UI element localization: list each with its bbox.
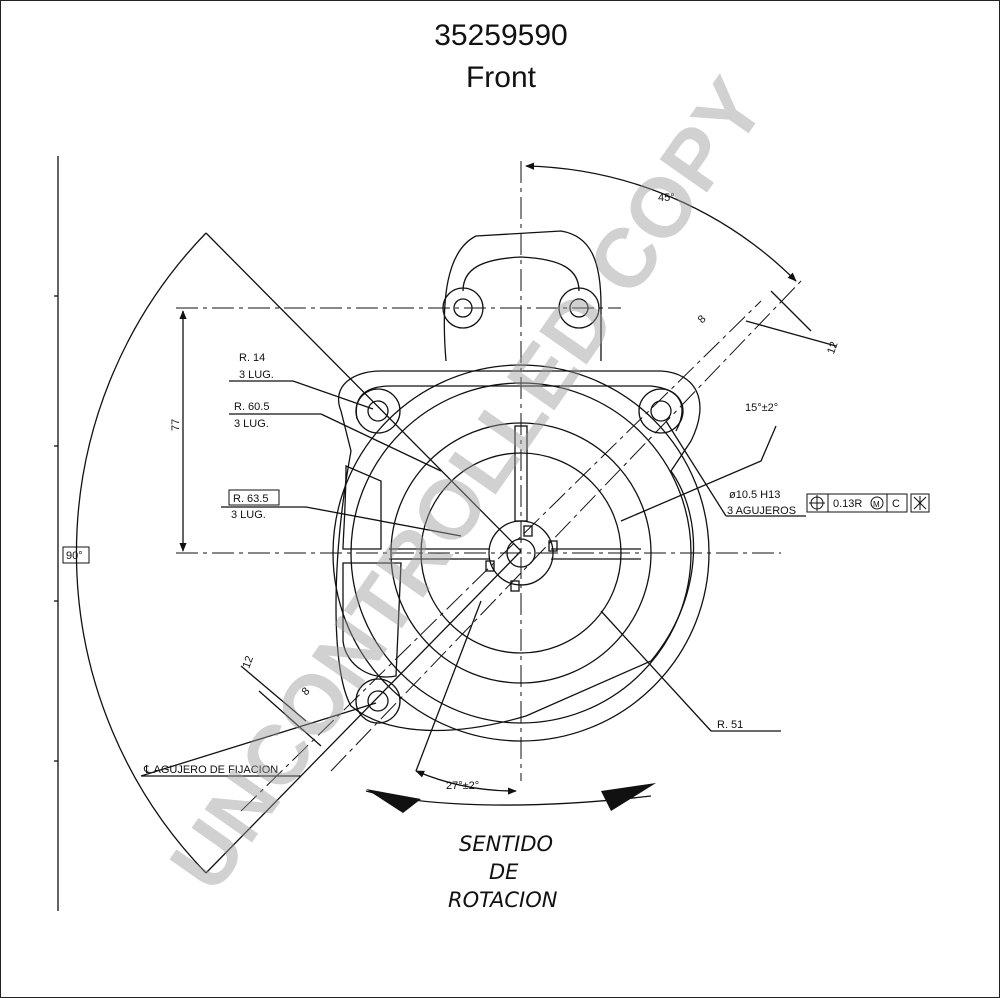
dim-8-top-label: 8 bbox=[696, 313, 709, 326]
dim-12-bottom-label: 12 bbox=[241, 654, 256, 670]
dim-77-label: 77 bbox=[170, 419, 182, 431]
mmc-symbol-icon bbox=[870, 496, 884, 510]
lug-label-2: 3 LUG. bbox=[234, 418, 269, 430]
lug-label-3: 3 LUG. bbox=[231, 509, 266, 521]
angle-90-box bbox=[62, 546, 90, 564]
rotation-arrow-left bbox=[366, 789, 421, 813]
holes-count-label: 3 AGUJEROS bbox=[727, 505, 796, 517]
angle-27-label: 27°±2° bbox=[446, 780, 479, 792]
tolerance-frame bbox=[806, 493, 908, 513]
r14-label: R. 14 bbox=[239, 352, 265, 364]
star-symbol-icon bbox=[910, 493, 930, 513]
agujero-label: ℄ AGUJERO DE FIJACION bbox=[143, 764, 278, 776]
lug-hole-bottom bbox=[355, 678, 401, 724]
r63-label: R. 63.5 bbox=[233, 493, 268, 505]
angle-45-arc bbox=[525, 162, 797, 282]
dim-12-top-label: 12 bbox=[825, 340, 840, 356]
lug-hole-top-right bbox=[638, 388, 684, 434]
view-title: Front bbox=[465, 61, 537, 94]
rotation-label-3: ROTACION bbox=[448, 888, 558, 912]
tolerance-value: 0.13R bbox=[833, 498, 862, 510]
top-boss-outline bbox=[443, 230, 602, 362]
lug-hole-top-left bbox=[355, 388, 401, 434]
angle-15-label: 15°±2° bbox=[745, 402, 778, 414]
tolerance-m: M bbox=[873, 500, 880, 509]
rotation-arrow-right bbox=[601, 783, 656, 811]
r60-label: R. 60.5 bbox=[234, 401, 269, 413]
rotation-label-2: DE bbox=[489, 860, 519, 884]
part-number-title: 35259590 bbox=[434, 19, 568, 52]
rotation-label-1: SENTIDO bbox=[459, 832, 553, 856]
hole-diameter-label: ø10.5 H13 bbox=[729, 489, 780, 501]
angle-27-arc bbox=[415, 770, 517, 795]
pilot-outer-circle bbox=[332, 364, 710, 742]
r51-label: R. 51 bbox=[717, 719, 743, 731]
r63-box bbox=[228, 489, 280, 506]
angle-90-arc bbox=[75, 232, 207, 874]
lug-label-1: 3 LUG. bbox=[239, 369, 274, 381]
tolerance-c: C bbox=[892, 498, 900, 510]
angle-90-label: 90° bbox=[66, 550, 83, 562]
center-lines bbox=[176, 161, 802, 812]
angle-45-label: 45° bbox=[658, 192, 675, 204]
